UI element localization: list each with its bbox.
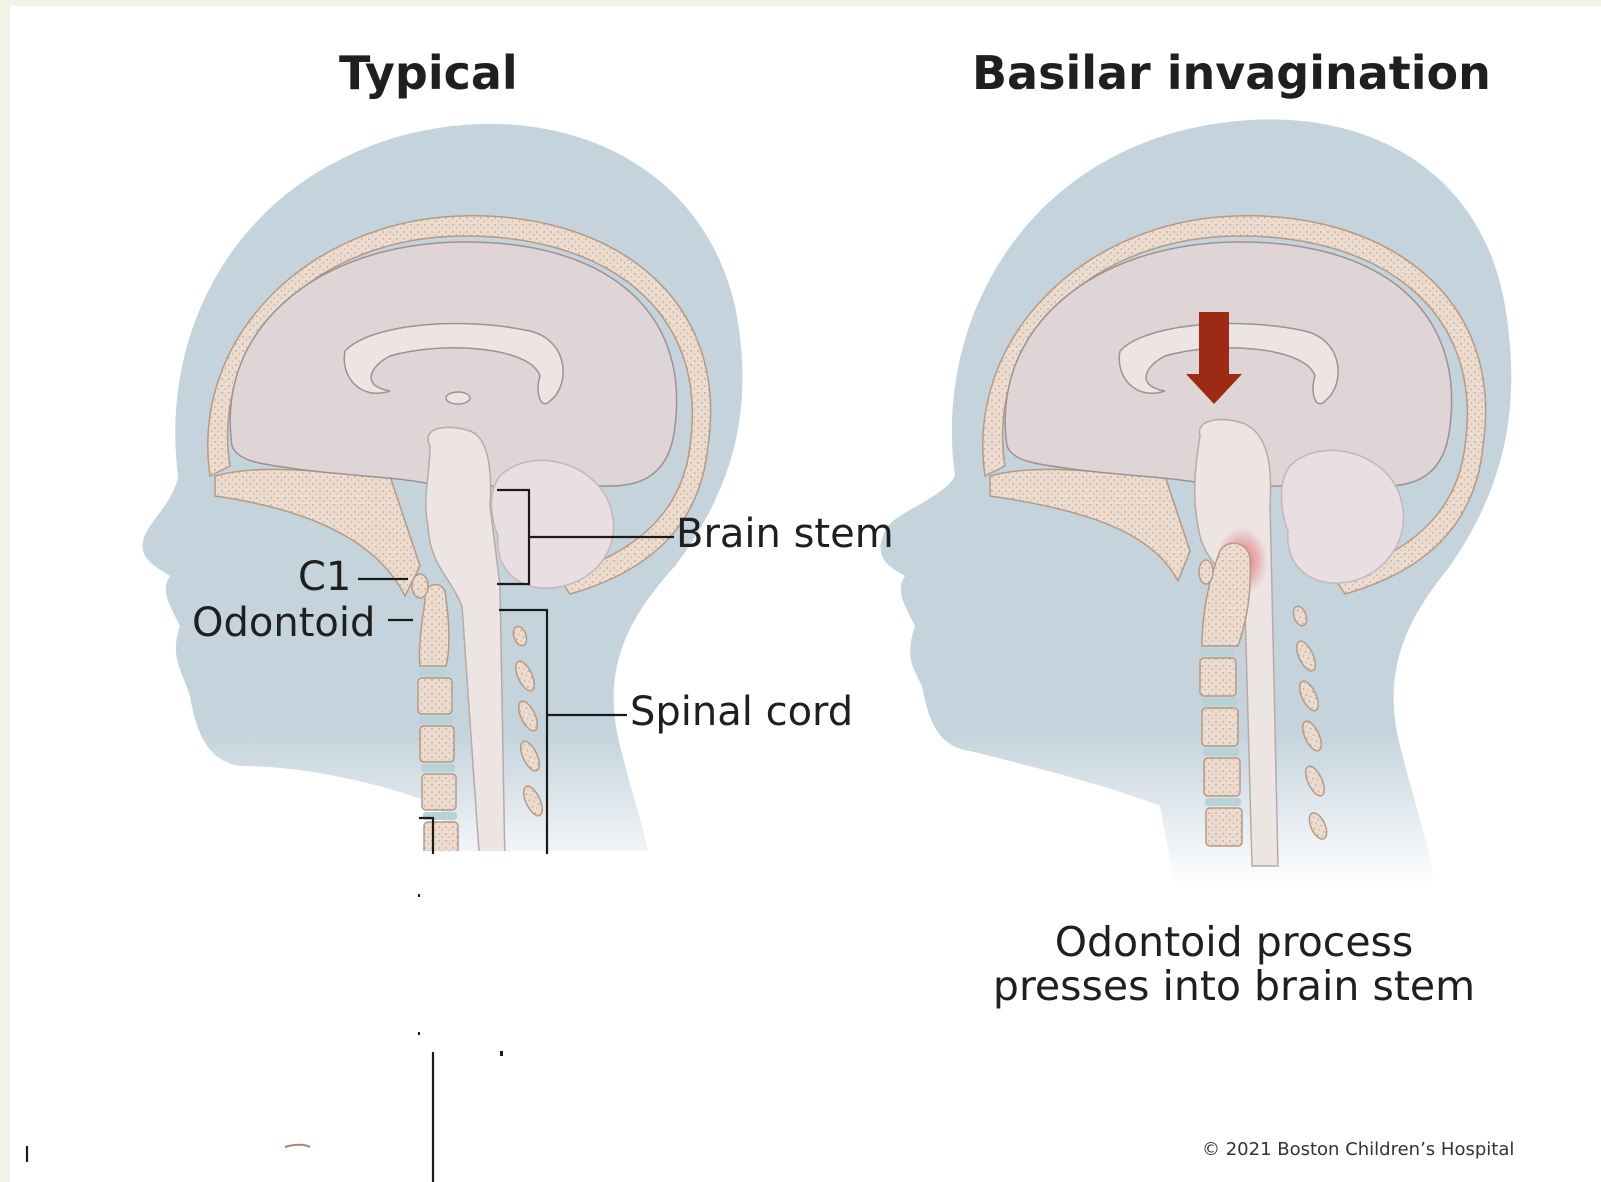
spinal-cord-label: Spinal cord — [630, 689, 853, 735]
c1-label: C1 — [298, 554, 351, 600]
basilar-title: Basilar invagination — [972, 46, 1491, 100]
odontoid-label: Odontoid — [192, 600, 375, 646]
brain-stem-label: Brain stem — [676, 511, 894, 557]
caption-line-1: Odontoid process — [954, 920, 1514, 964]
copyright: © 2021 Boston Children’s Hospital — [1202, 1139, 1514, 1160]
typical-title: Typical — [339, 46, 518, 100]
slide: Typical Basilar invagination C1 Odontoid… — [10, 6, 1601, 1182]
caption-line-2: presses into brain stem — [954, 964, 1514, 1008]
blank-area — [10, 801, 420, 1182]
